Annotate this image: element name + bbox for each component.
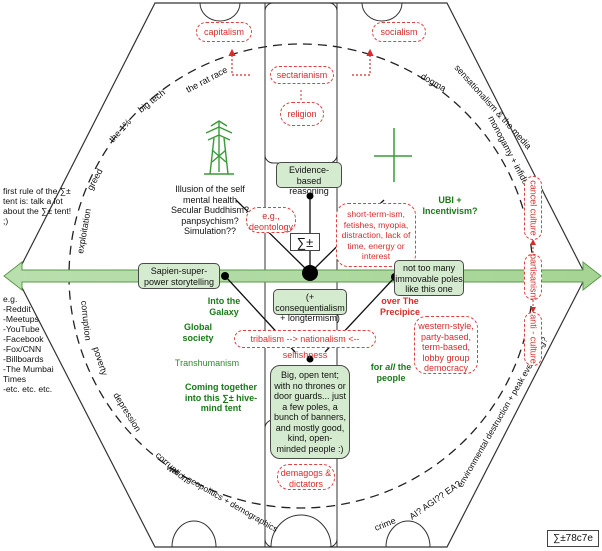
western-democracy-label: western-style, party-based, term-based, … [414, 316, 478, 374]
coming-together-label: Coming together into this ∑± hive-mind t… [184, 382, 258, 413]
ring-word-greed: greed [85, 167, 105, 192]
partisanism-label: partisanism [524, 254, 542, 300]
bottom-semicircle-left [171, 520, 217, 548]
dot-top [306, 192, 314, 200]
demagogs-label: demagogs & dictators [277, 464, 335, 490]
partisanism-text: partisanism [528, 253, 539, 301]
diagram-tag: ∑±78c7e [547, 530, 599, 547]
media-examples-list: e.g. -Reddit -Meetups -YouTube -Facebook… [3, 294, 54, 394]
center-dot [302, 265, 318, 281]
tribalism-label: tribalism --> nationalism <-- selfishnes… [234, 330, 376, 360]
power-tower-icon [204, 120, 234, 175]
capitalism-label: capitalism [196, 22, 252, 42]
ring-word-sensationalism: sensationalism & the media [453, 63, 534, 151]
global-society-label: Global society [182, 322, 214, 343]
cancel-culture-text: cancel culture [528, 180, 539, 236]
religion-label: religion [280, 102, 324, 126]
ring-word-exploitation: exploitation [75, 208, 93, 255]
bottom-semicircle-right [385, 520, 431, 548]
for-all-the-people-label: for all the people [366, 362, 416, 383]
all-text: all [385, 362, 396, 372]
the-people-text: the people [376, 362, 412, 383]
illusion-of-self-label: Illusion of the self mental health Secul… [150, 184, 270, 237]
sigma-symbol: ∑± [290, 233, 320, 251]
cancel-culture-label: cancel culture [524, 176, 542, 240]
dot-bottom [306, 355, 314, 363]
over-precipice-label: over The Precipice [379, 296, 421, 317]
storytelling-arrow [3, 260, 602, 292]
ring-word-dogma: dogma [419, 71, 448, 93]
ubi-label: UBI + Incentivism? [422, 195, 478, 216]
socialism-arrow [352, 48, 374, 76]
bottom-center-ellipse [270, 514, 332, 548]
ring-word-crime: crime [373, 515, 397, 533]
sectarianism-label: sectarianism [270, 66, 334, 84]
for-text: for [370, 362, 386, 372]
evidence-box: Evidence-based reasoning [276, 162, 342, 196]
ring-word-one-percent: the 1% [107, 117, 133, 145]
sapien-storytelling-box: Sapien-super-power storytelling [138, 263, 220, 289]
ring-word-depression: depression [111, 391, 143, 434]
first-rule-note: first rule of the ∑± tent is: talk a lot… [3, 186, 72, 226]
ring-word-big-tech: big tech [136, 87, 167, 114]
ring-word-poverty: poverty [91, 346, 110, 378]
immovable-poles-box: not too many immovable poles like this o… [394, 260, 464, 296]
illusion-text: Illusion of the self mental health Secul… [170, 184, 250, 236]
ring-word-corruption: corruption [79, 300, 93, 341]
consequentialism-box: (+ consequentialism + longtermism) [273, 289, 347, 323]
into-galaxy-label: Into the Galaxy [207, 296, 241, 317]
short-term-ism-label: short-term-ism, fetishes, myopia, distra… [336, 203, 416, 267]
transhumanism-label: Transhumanism [174, 358, 240, 368]
socialism-label: socialism [372, 22, 426, 42]
top-semicircle-right [361, 2, 403, 22]
anti-culture-text: anti - culture [528, 314, 539, 364]
deontology-label: e.g., deontology [246, 207, 296, 233]
capitalism-arrow [228, 48, 250, 76]
dot-left [221, 272, 229, 280]
ring-word-war-geopolitics: war + geopolitics + demographics [164, 462, 280, 534]
ring-word-ai-agi: AI? AGI?? EA? [407, 479, 462, 522]
top-semicircle-left [199, 2, 241, 22]
anti-culture-label: anti - culture [524, 312, 542, 366]
big-open-tent-box: Big, open tent; with no thrones or door … [270, 365, 350, 459]
ring-word-rat-race: the rat race [184, 65, 229, 95]
